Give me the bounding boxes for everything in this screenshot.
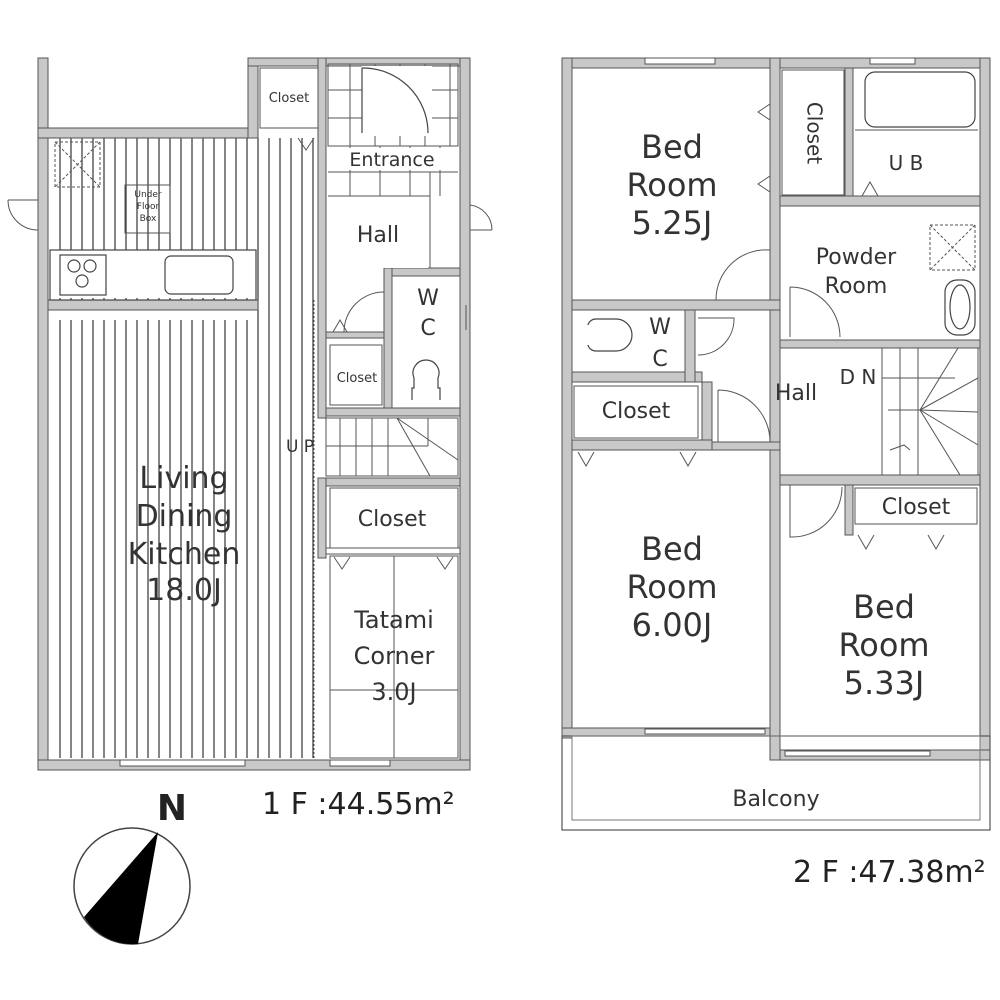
room-label-closet-vertical: Closet (803, 102, 827, 164)
floor-2: Bed Room 5.25J Closet U B Powder Room W … (561, 57, 991, 890)
floor-1: Closet Entrance Under Floor Box (7, 57, 493, 822)
label-box: Box (140, 214, 157, 224)
room-area-bed1: 5.25J (632, 204, 713, 242)
bed2-door[interactable] (717, 389, 771, 443)
side-door-left[interactable] (7, 199, 39, 231)
room-label-kitchen: Kitchen (128, 537, 241, 572)
kitchen-counter (49, 249, 257, 301)
room-label-powder: Powder (816, 245, 897, 270)
room-label-ub: U B (889, 151, 924, 175)
room-label-bed3: Bed (853, 588, 915, 626)
toilet-icon-1f (411, 359, 441, 400)
bathtub (864, 71, 976, 128)
room-label-bed1-room: Room (626, 166, 717, 204)
stove (59, 254, 107, 296)
powder-door[interactable] (789, 286, 841, 338)
bed1-door[interactable] (715, 249, 771, 301)
room-label-living: Living (139, 461, 228, 496)
room-label-entrance: Entrance (349, 149, 434, 171)
label-floor: Floor (137, 202, 160, 212)
compass-icon: N (73, 788, 191, 945)
label-wc-w: W (417, 286, 439, 311)
sink (164, 255, 234, 295)
room-area-bed3: 5.33J (844, 664, 925, 702)
room-label-closet-left: Closet (602, 399, 671, 424)
room-label-powder-room: Room (825, 274, 888, 299)
side-door-right[interactable] (469, 204, 493, 231)
bed3-door[interactable] (789, 485, 843, 538)
room-label-closet-top: Closet (269, 91, 310, 106)
room-area-ldk: 18.0J (146, 573, 222, 608)
toilet-icon-2f (587, 318, 633, 352)
room-label-bed2-room: Room (626, 568, 717, 606)
label-wc2-w: W (649, 315, 671, 340)
room-label-bed2: Bed (641, 530, 703, 568)
wc2-door[interactable] (697, 317, 735, 356)
room-label-bed3-room: Room (838, 626, 929, 664)
stairs-2f (881, 347, 979, 476)
room-label-dining: Dining (136, 499, 233, 534)
room-label-closet-right: Closet (882, 495, 951, 520)
floor2-area-label: 2 F :47.38m² (793, 855, 986, 890)
room-label-bed1: Bed (641, 128, 703, 166)
room-label-hall-2f: Hall (775, 381, 817, 406)
room-label-closet-small: Closet (337, 371, 378, 386)
room-label-balcony: Balcony (732, 787, 819, 812)
label-wc2-c: C (652, 347, 667, 372)
room-area-tatami: 3.0J (371, 678, 416, 706)
room-label-closet-tatami: Closet (358, 507, 427, 532)
stairs-1f (325, 417, 459, 477)
label-wc-c: C (420, 316, 435, 341)
room-area-bed2: 6.00J (632, 606, 713, 644)
washbasin (944, 279, 976, 336)
room-label-tatami: Tatami (353, 606, 434, 634)
ldk-flooring (50, 138, 318, 758)
stairs-down-label: D N (840, 365, 877, 389)
entrance-door-swing[interactable] (361, 67, 429, 134)
stairs-up-label: U P (286, 437, 314, 457)
tatami-mats (329, 555, 459, 759)
room-label-corner: Corner (354, 642, 435, 670)
compass-north-label: N (157, 788, 187, 829)
label-under: Under (134, 190, 162, 200)
floor1-area-label: 1 F :44.55m² (262, 787, 455, 822)
room-label-hall-1f: Hall (357, 223, 399, 248)
